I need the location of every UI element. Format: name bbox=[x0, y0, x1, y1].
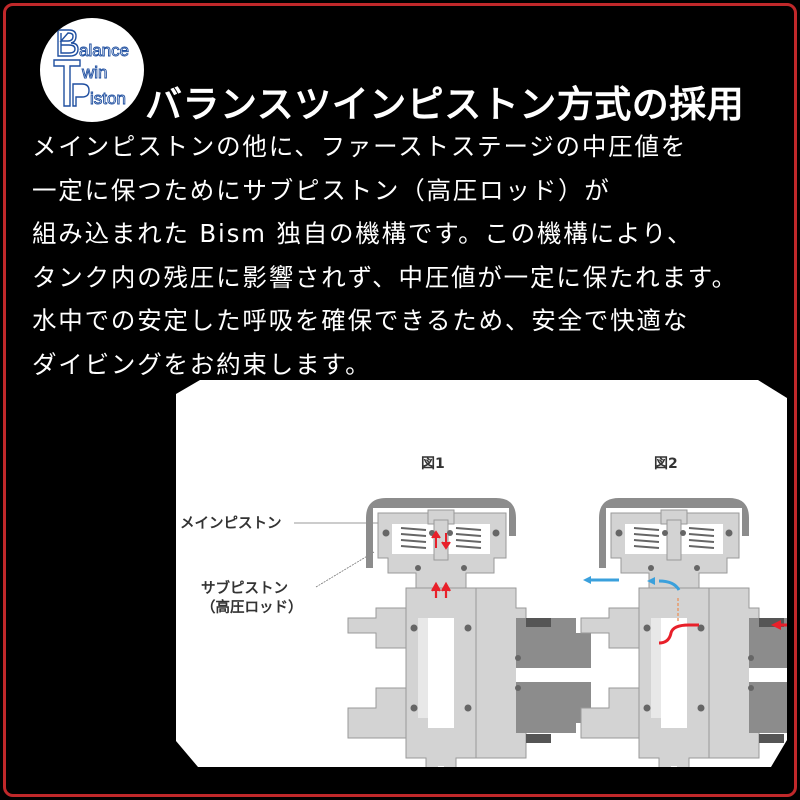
description-line: 一定に保つためにサブピストン（高圧ロッド）が bbox=[32, 175, 611, 205]
balance-twin-piston-logo: alance win iston bbox=[40, 18, 144, 122]
btp-logo-icon: alance win iston bbox=[53, 29, 130, 108]
figure-2-regulator bbox=[580, 497, 787, 767]
figure-1-regulator bbox=[347, 497, 592, 767]
description-line: ダイビングをお約束します。 bbox=[32, 349, 372, 379]
main-piston-callout: メインピストン bbox=[180, 516, 282, 532]
sub-piston-callout: サブピストン （高圧ロッド） bbox=[201, 580, 303, 618]
logo-text-twin: win bbox=[81, 63, 108, 82]
description-line: 組み込まれた Bism 独自の機構です。この機構により、 bbox=[32, 219, 694, 248]
figure-1-label: 図1 bbox=[421, 456, 445, 472]
sub-piston-leader-line bbox=[315, 551, 375, 588]
high-pressure-rod-label: （高圧ロッド） bbox=[201, 600, 303, 616]
piston-diagram-panel: 図1 図2 メインピストン サブピストン （高圧ロッド） bbox=[176, 380, 787, 767]
figure-2-label: 図2 bbox=[654, 456, 678, 472]
logo-text-balance: alance bbox=[79, 41, 129, 60]
description-line: メインピストンの他に、ファーストステージの中圧値を bbox=[32, 132, 688, 161]
logo-text-piston: iston bbox=[90, 89, 126, 108]
page-title: バランスツインピストン方式の採用 bbox=[145, 83, 745, 126]
description-line: 水中での安定した呼吸を確保できるため、安全で快適な bbox=[32, 306, 690, 335]
description-text: メインピストンの他に、ファーストステージの中圧値を 一定に保つためにサブピストン… bbox=[32, 125, 738, 386]
sub-piston-label: サブピストン bbox=[201, 581, 288, 597]
regulator-cross-section-diagram bbox=[294, 497, 787, 767]
description-line: タンク内の残圧に影響されず、中圧値が一定に保たれます。 bbox=[32, 262, 738, 292]
